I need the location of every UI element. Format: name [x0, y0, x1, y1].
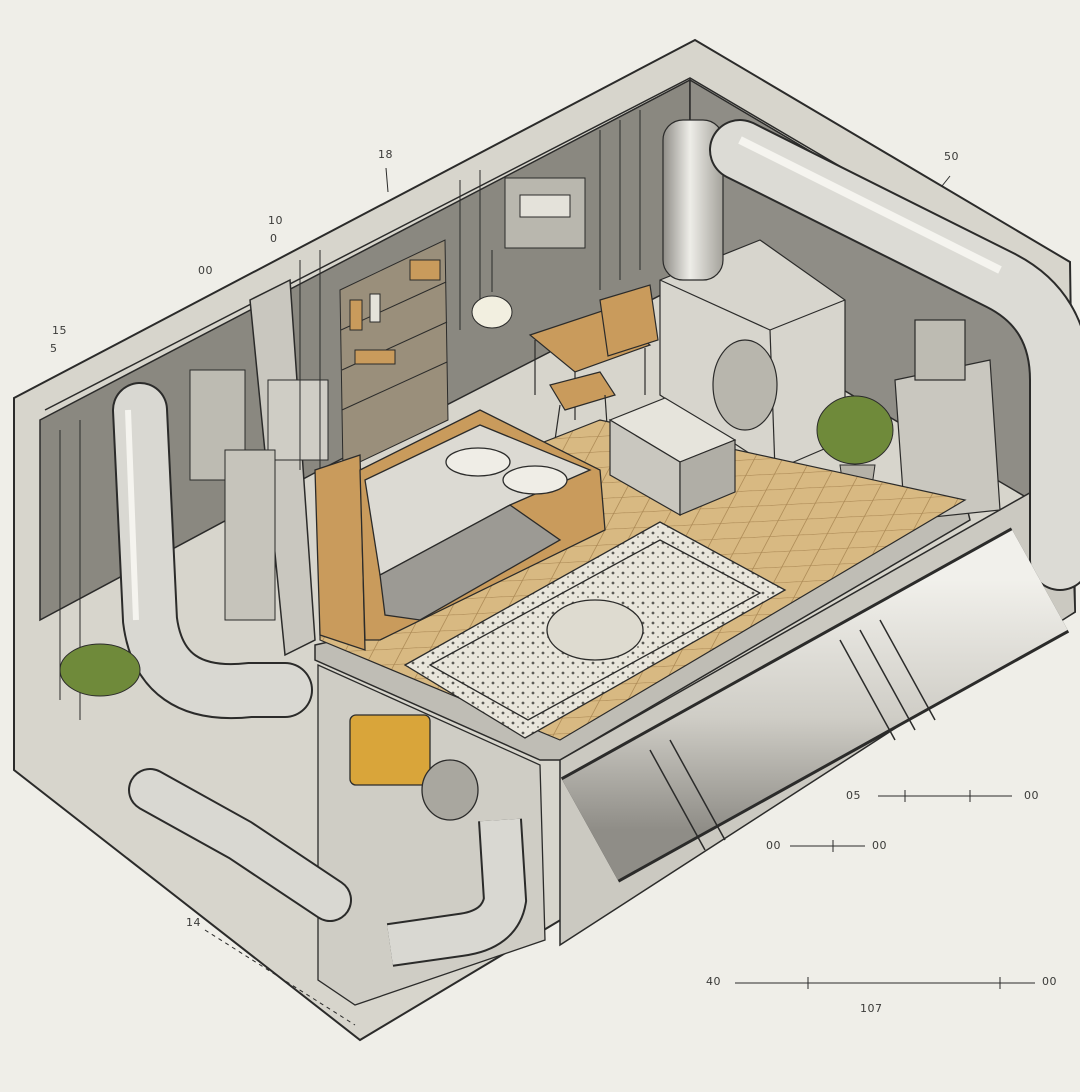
hanging-lamp	[471, 250, 513, 329]
dimension-label: 15	[52, 324, 67, 337]
dimension-label: 10	[268, 214, 283, 227]
plant-left	[59, 643, 141, 697]
bottom-pipe-run	[128, 768, 352, 922]
storage-chest	[608, 397, 737, 517]
bed	[314, 409, 606, 651]
dimension-label: 00	[1042, 975, 1057, 988]
dimension-lines	[204, 167, 1035, 1026]
large-pipe-front	[560, 527, 1070, 883]
dimension-label: 107	[860, 1002, 883, 1015]
right-cabinets	[659, 119, 1001, 521]
dimension-label: 00	[766, 839, 781, 852]
desk-with-chair	[528, 284, 659, 441]
dimension-label: 0	[270, 232, 278, 245]
patterned-rug	[403, 521, 787, 739]
dimension-label: 00	[198, 264, 213, 277]
dimension-label: 50	[944, 150, 959, 163]
dimension-label: 40	[706, 975, 721, 988]
lower-storage-room	[317, 663, 546, 1006]
bookshelf	[339, 239, 449, 471]
large-pipe-top	[709, 119, 1080, 591]
wall-machinery	[59, 110, 641, 720]
dimension-label: 05	[846, 789, 861, 802]
dimension-label: 18	[378, 148, 393, 161]
dimension-label: 5	[50, 342, 58, 355]
dimension-label: 14	[186, 916, 201, 929]
left-pipe-loop	[112, 382, 313, 720]
dimension-label: 00	[1024, 789, 1039, 802]
dimension-label: 00	[872, 839, 887, 852]
